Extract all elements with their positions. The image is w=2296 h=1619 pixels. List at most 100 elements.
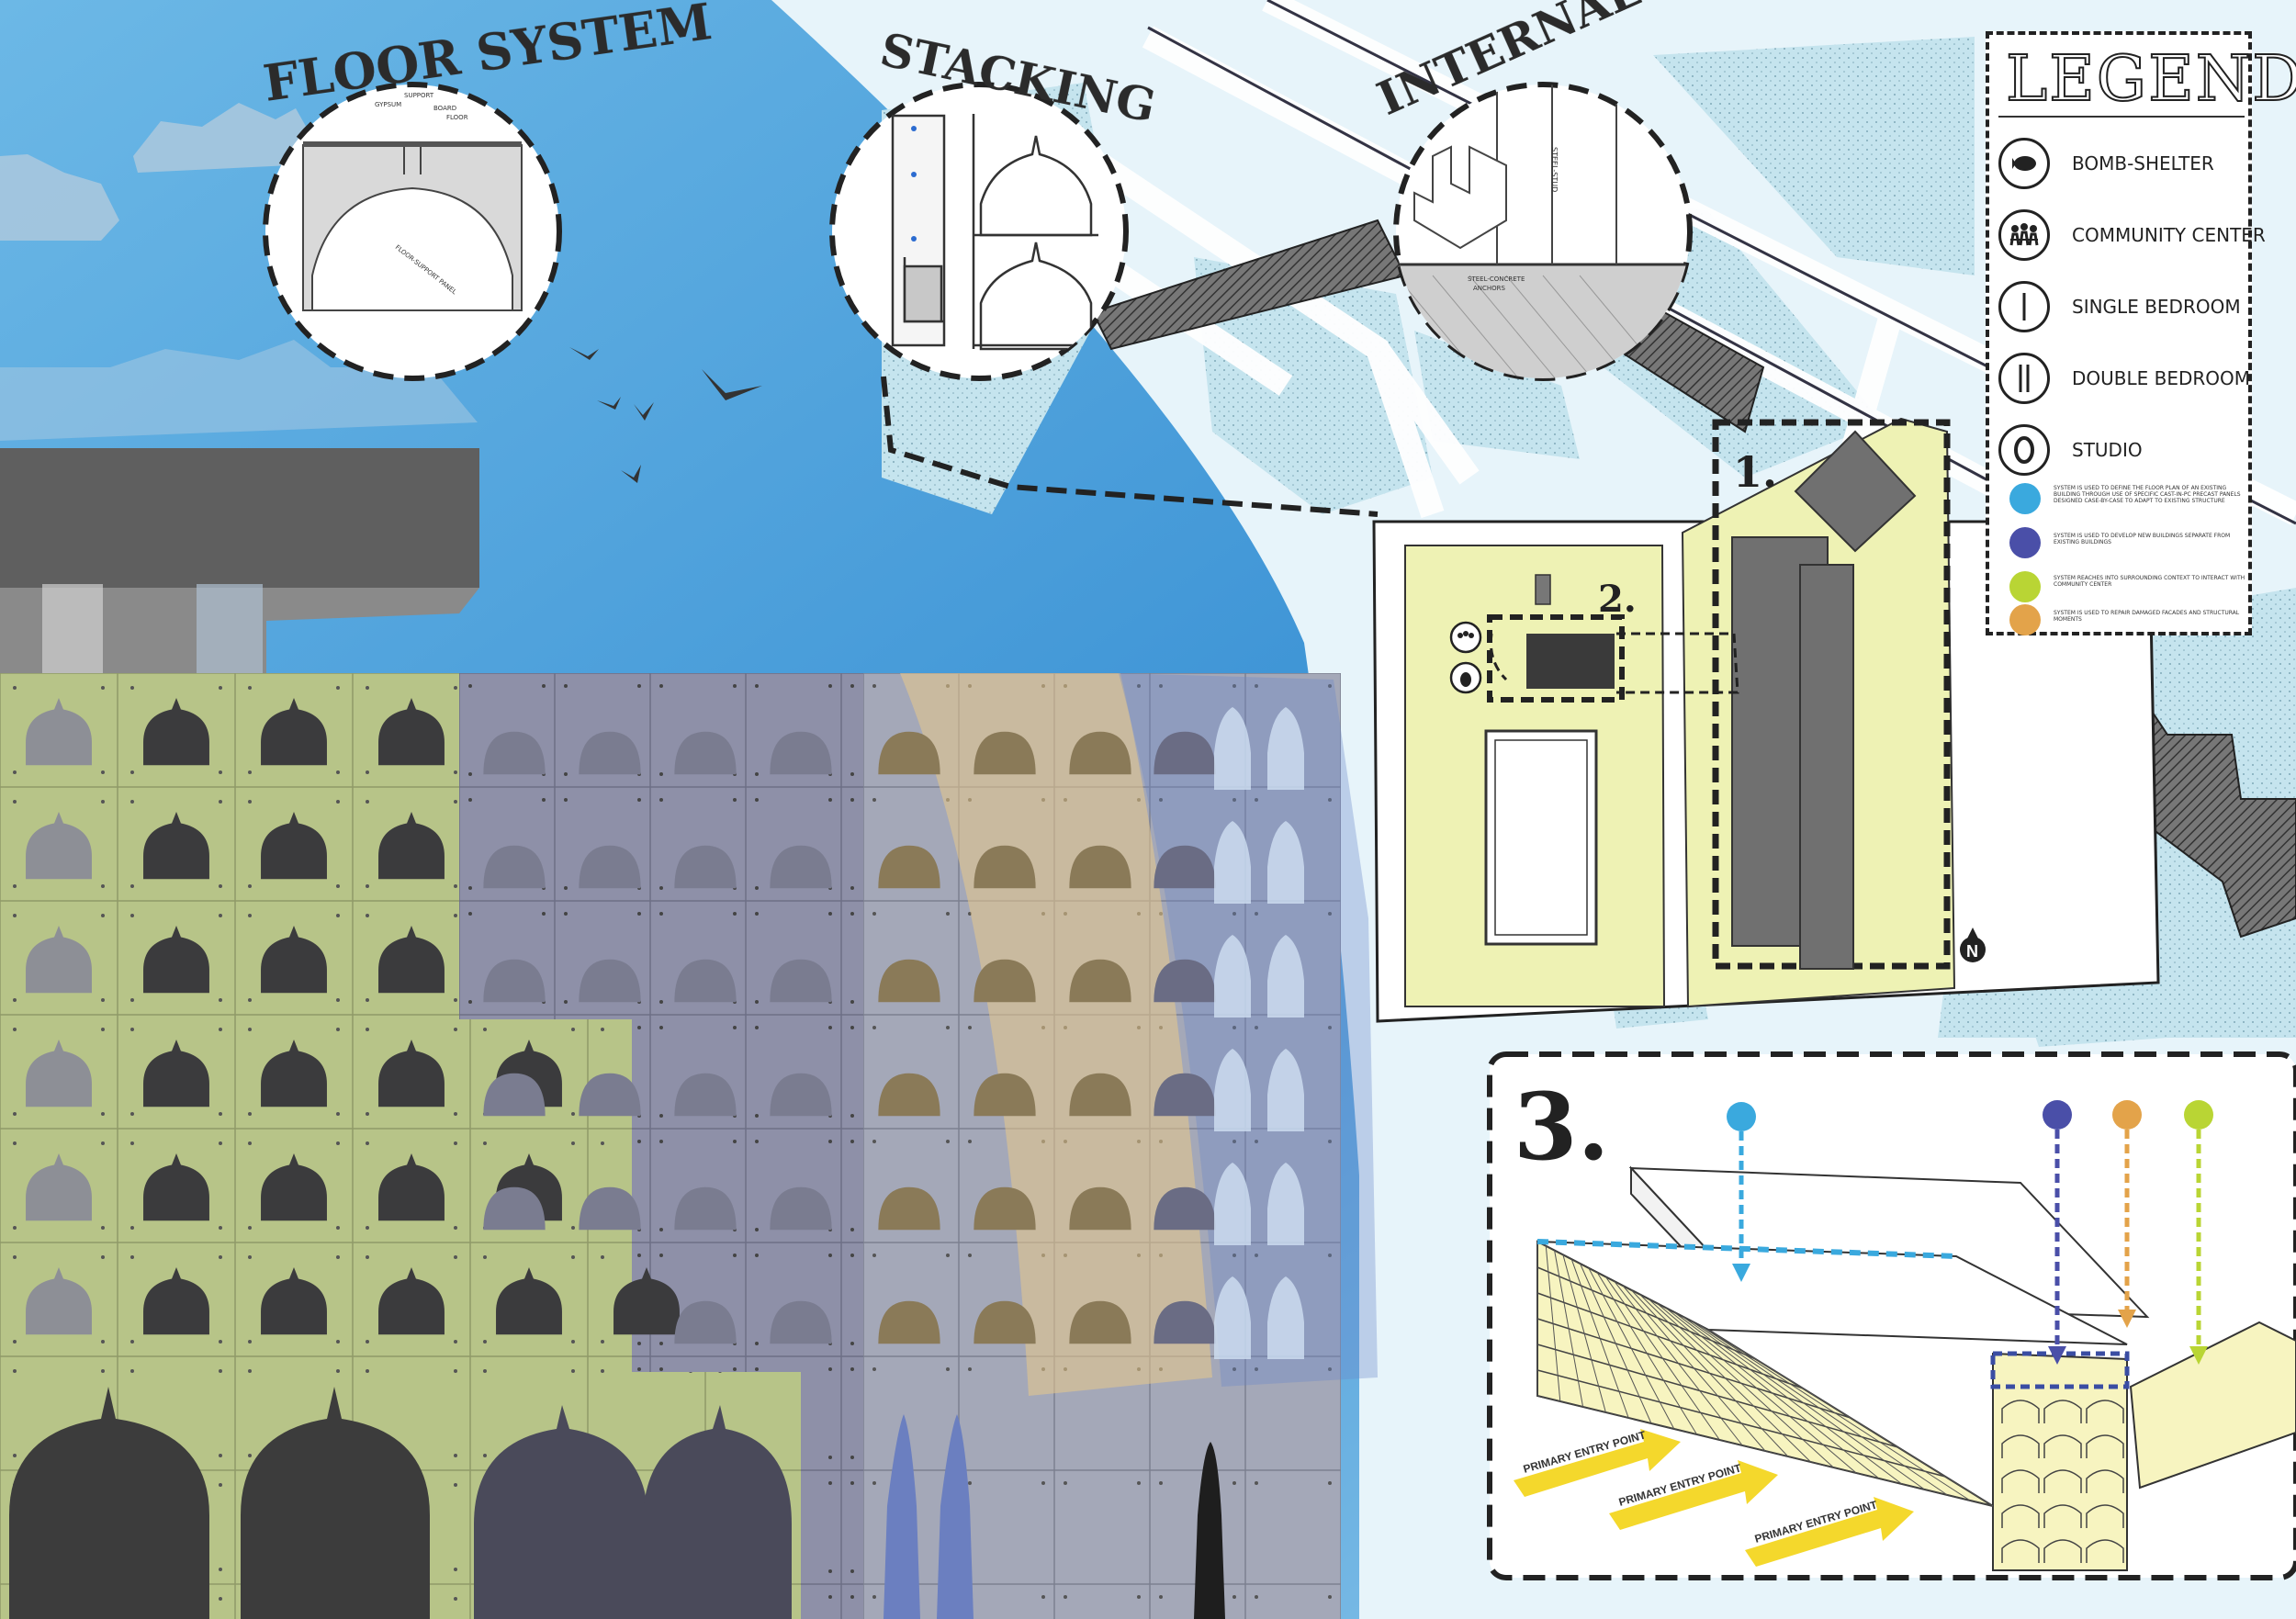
axon-column-line: [1648, 1299, 1834, 1468]
legend-label: SINGLE BEDROOM: [2072, 296, 2241, 318]
axon-column-line: [1554, 1250, 1584, 1408]
zone-link-dashed: [1616, 632, 1739, 694]
axon-column-line: [1691, 1320, 1948, 1496]
pointed-arch: [1214, 1276, 1251, 1359]
double-bar-icon: [1998, 353, 2050, 404]
axon-end-arch: [2043, 1504, 2082, 1528]
svg-text:STEEL-CONCRETE: STEEL-CONCRETE: [1468, 275, 1525, 283]
site-boundary-dashed: [881, 376, 1379, 517]
zone1-building: [1799, 564, 1854, 970]
legend-item-community-center: COMMUNITY CENTER: [1998, 209, 2266, 264]
pointed-arch: [1214, 1049, 1251, 1131]
axon-roof-outline: [1536, 1239, 1957, 1259]
color-note: SYSTEM REACHES INTO SURROUNDING CONTEXT …: [2054, 575, 2245, 588]
people-icon: [1998, 209, 2050, 261]
pointed-arch: [1267, 707, 1304, 790]
color-note: SYSTEM IS USED TO DEFINE THE FLOOR PLAN …: [2054, 485, 2241, 504]
axon-column-line: [1639, 1294, 1811, 1463]
pointed-arch: [1214, 821, 1251, 904]
axon-end-arch: [2043, 1539, 2082, 1563]
zone2-pool: [1484, 729, 1598, 946]
bomb-icon: [1998, 138, 2050, 189]
axon-end-arch: [2086, 1504, 2124, 1528]
axon-column-line: [1699, 1324, 1971, 1501]
color-swatch: [2009, 571, 2041, 602]
floor-system-detail: GYPSUM SUPPORT BOARD FLOOR FLOOR-SUPPORT…: [263, 82, 562, 381]
legend-panel: LEGEND BOMB-SHELTER COMMUNITY CENTER SIN…: [1986, 31, 2296, 635]
blue-pointed-arches: [1214, 707, 1304, 1359]
zone-1-label: 1.: [1733, 447, 1777, 497]
clouds: [0, 103, 478, 441]
legend-divider: [1998, 116, 2245, 118]
zone-3-label: 3.: [1514, 1073, 1609, 1181]
axon-facade-grid: [1536, 1241, 2124, 1563]
axon-end-arch: [2086, 1539, 2124, 1563]
birds: [569, 347, 762, 483]
water-area: [1194, 257, 1433, 514]
water-area: [1414, 331, 1580, 459]
existing-building-window: [197, 584, 263, 676]
legend-item-single-bedroom: SINGLE BEDROOM: [1998, 281, 2246, 336]
north-arrow: [1960, 937, 1986, 962]
axon-column-line: [1596, 1272, 1698, 1435]
axon-column-line: [1665, 1307, 1880, 1479]
zone2-dashed: [1487, 614, 1625, 703]
axon-column-line: [1604, 1276, 1720, 1441]
axon-column-line: [1707, 1329, 1994, 1507]
axon-column-line: [1630, 1289, 1789, 1457]
axon-column-line: [1545, 1245, 1561, 1402]
axon-column-line: [1580, 1263, 1652, 1424]
indicator-pins: [1727, 1100, 2213, 1365]
axon-column-line: [1562, 1254, 1606, 1413]
zone2-pool-inner: [1494, 739, 1588, 936]
svg-text:ANCHORS: ANCHORS: [1473, 285, 1506, 292]
legend-label: STUDIO: [2072, 439, 2143, 461]
single-bar-icon: [1998, 281, 2050, 332]
axon-end-arch: [2086, 1400, 2124, 1423]
axon-end-arch: [2001, 1504, 2040, 1528]
legend-label: BOMB-SHELTER: [2072, 152, 2214, 174]
pointed-arch: [1267, 1049, 1304, 1131]
zone-link-dashed: [1489, 633, 1508, 681]
color-swatch: [2009, 483, 2041, 514]
existing-building-window: [42, 584, 103, 676]
svg-text:SUPPORT: SUPPORT: [404, 92, 434, 99]
svg-text:GYPSUM: GYPSUM: [375, 101, 401, 108]
axon-end-arch: [2001, 1539, 2040, 1563]
pointed-arch: [1267, 935, 1304, 1017]
axon-end-arch: [2043, 1469, 2082, 1493]
svg-text:FLOOR: FLOOR: [446, 114, 468, 121]
color-note: SYSTEM IS USED TO REPAIR DAMAGED FACADES…: [2054, 610, 2240, 623]
axon-end-arch: [2043, 1400, 2082, 1423]
legend-label: DOUBLE BEDROOM: [2072, 367, 2251, 389]
legend-label: COMMUNITY CENTER: [2072, 224, 2266, 246]
axon-column-line: [1682, 1316, 1925, 1490]
axon-end-arch: [2001, 1434, 2040, 1458]
north-label: N: [1966, 942, 1978, 961]
color-note: SYSTEM IS USED TO DEVELOP NEW BUILDINGS …: [2054, 533, 2231, 545]
zone-2-label: 2.: [1598, 578, 1637, 621]
pointed-arch: [1267, 821, 1304, 904]
stacking-detail: [829, 82, 1129, 381]
axon-end-arch: [2086, 1469, 2124, 1493]
axon-column-line: [1588, 1267, 1675, 1430]
legend-item-bomb-shelter: BOMB-SHELTER: [1998, 138, 2246, 193]
pointed-arch: [1214, 1163, 1251, 1245]
color-swatch: [2009, 527, 2041, 558]
pointed-arch: [1214, 707, 1251, 790]
facade-beige-band: [900, 673, 1212, 1396]
internal-walls-detail: STEEL-STUD STEEL-CONCRETE ANCHORS: [1393, 82, 1693, 381]
water-area: [1653, 37, 1975, 275]
color-swatch: [2009, 604, 2041, 635]
facade-green-section: [0, 673, 801, 1619]
axon-end-arch: [2001, 1469, 2040, 1493]
pointed-arch: [1214, 935, 1251, 1017]
pointed-arch: [1267, 1163, 1304, 1245]
svg-text:BOARD: BOARD: [433, 105, 456, 112]
axon-column-line: [1656, 1302, 1857, 1474]
ground-floor-arches: [9, 1387, 1225, 1619]
legend-item-double-bedroom: DOUBLE BEDROOM: [1998, 353, 2250, 408]
axon-column-line: [1673, 1311, 1903, 1485]
zone2-small-block: [1535, 574, 1551, 605]
